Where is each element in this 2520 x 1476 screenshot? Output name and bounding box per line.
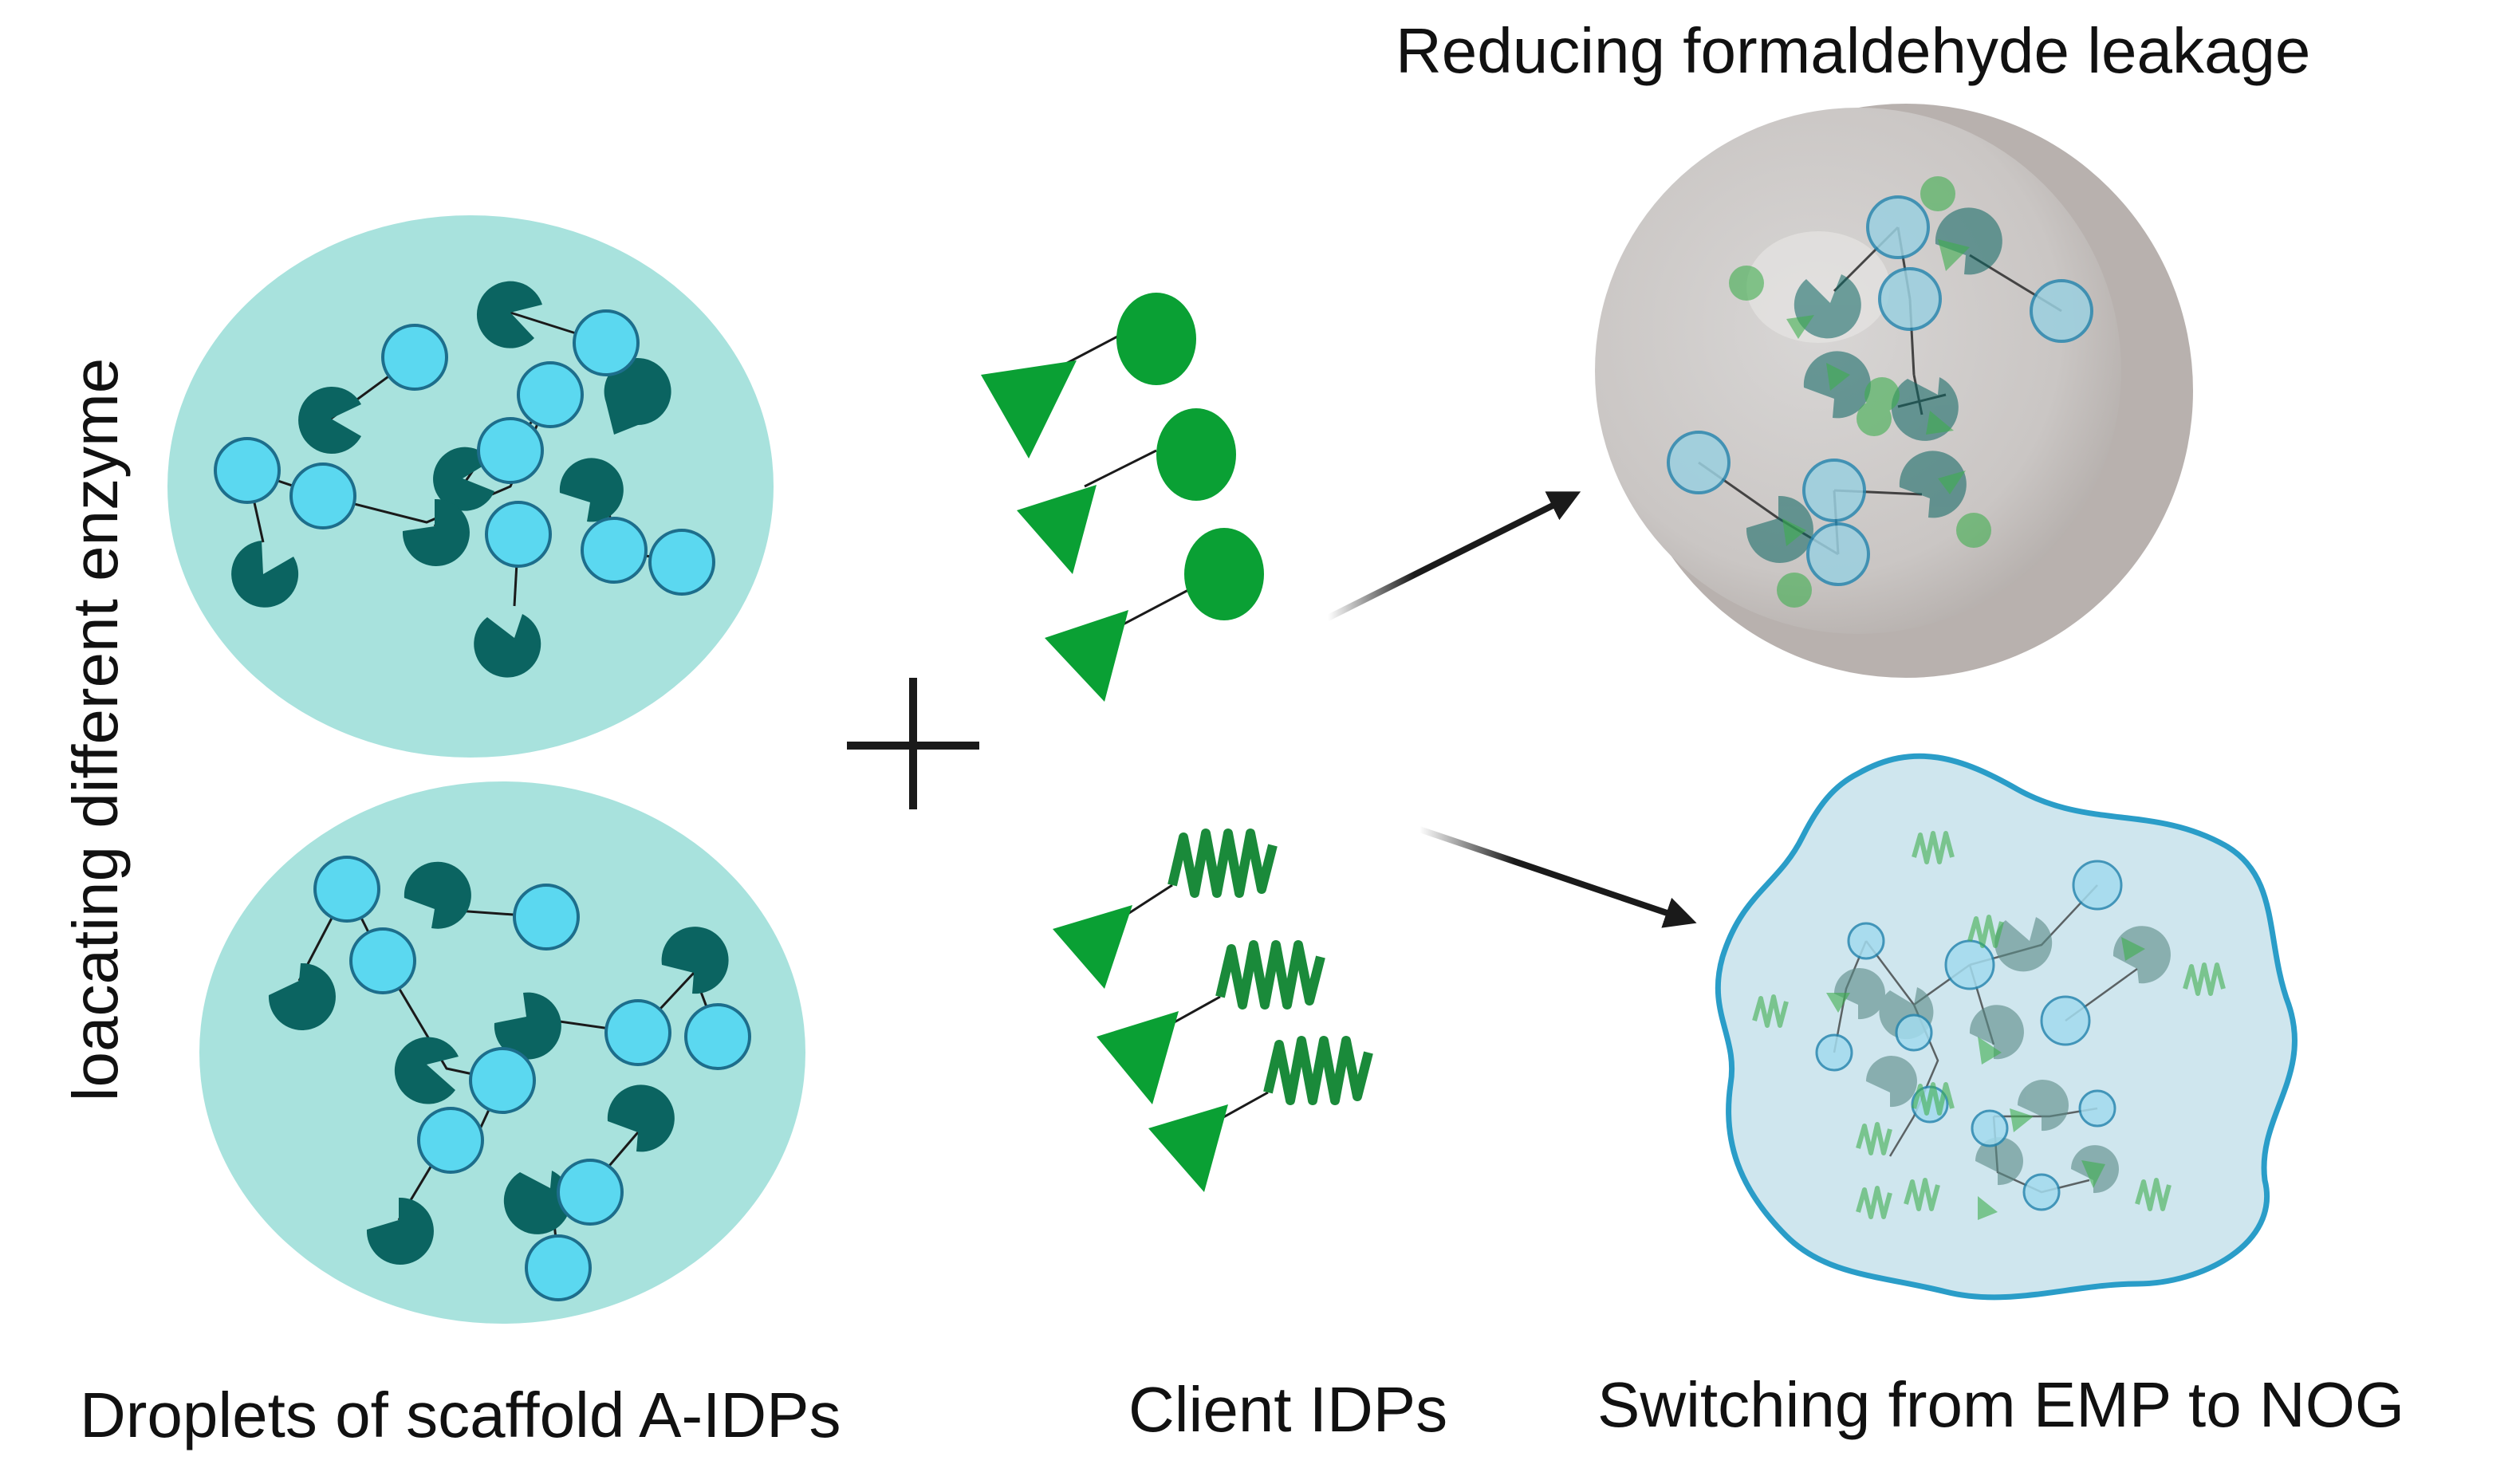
client-idp-ball-group (981, 293, 1264, 702)
client-idp-spring-group (1053, 829, 1373, 1192)
blue-droplet (1715, 753, 2298, 1301)
title-reducing-formaldehyde: Reducing formaldehyde leakage (1396, 15, 2311, 86)
side-label-enzyme: loacating different enzyme (60, 357, 131, 1102)
scaffold-droplet-bottom (199, 781, 805, 1324)
arrow-to-blue-droplet (1418, 826, 1697, 928)
gray-droplet (1595, 104, 2193, 678)
scaffold-droplet-top (167, 215, 774, 758)
arrow-to-gray-droplet (1326, 491, 1581, 621)
label-switching: Switching from EMP to NOG (1597, 1369, 2405, 1440)
label-client-idps: Client IDPs (1128, 1374, 1448, 1445)
label-droplets: Droplets of scaffold A-IDPs (80, 1380, 841, 1450)
plus-sign (847, 678, 979, 809)
